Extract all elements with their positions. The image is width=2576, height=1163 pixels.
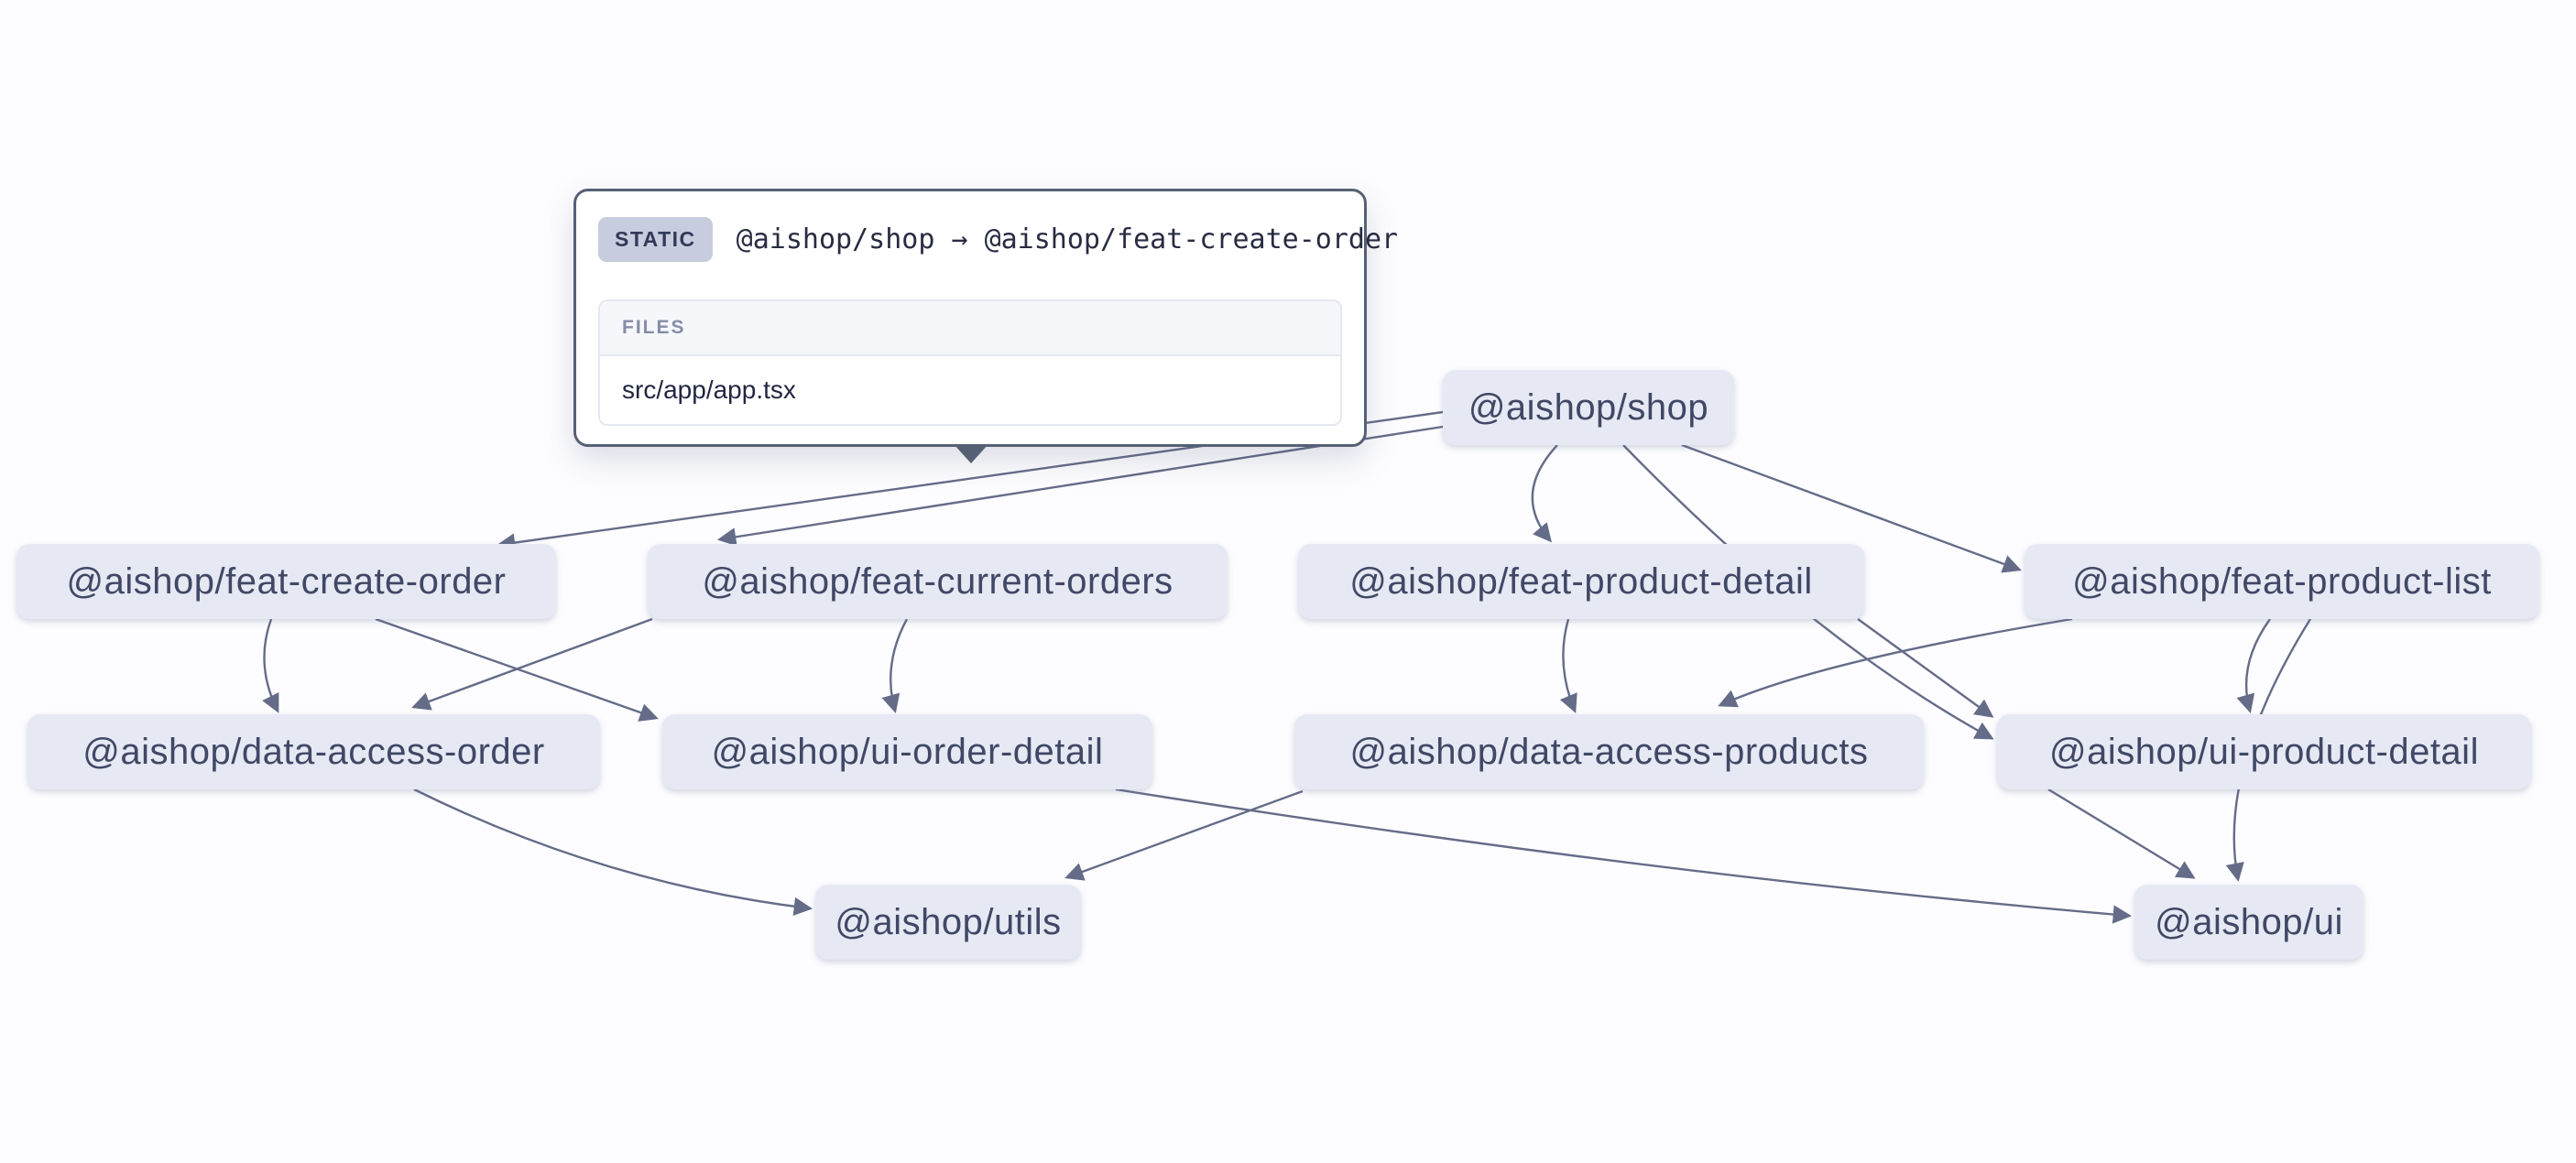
files-panel-header: FILES — [600, 301, 1340, 356]
edge-relation-label: @aishop/shop → @aishop/feat-create-order — [736, 223, 1399, 255]
edge-feat-current-orders-to-data-access-order[interactable] — [411, 617, 653, 711]
edge-feat-product-detail-to-data-access-products[interactable] — [1559, 618, 1577, 713]
edge-ui-product-detail-to-ui[interactable] — [2047, 788, 2196, 879]
edge-feat-product-list-to-data-access-products[interactable] — [1718, 617, 2073, 708]
node-feat-product-detail[interactable]: @aishop/feat-product-detail — [1298, 544, 1864, 619]
edge-feat-current-orders-to-ui-order-detail[interactable] — [881, 618, 909, 713]
static-badge: STATIC — [598, 216, 713, 262]
node-data-access-products[interactable]: @aishop/data-access-products — [1294, 714, 1924, 789]
tooltip-caret-icon — [954, 444, 988, 463]
node-utils[interactable]: @aishop/utils — [815, 885, 1081, 960]
node-data-access-order[interactable]: @aishop/data-access-order — [27, 714, 600, 789]
node-feat-current-orders[interactable]: @aishop/feat-current-orders — [648, 544, 1228, 619]
edge-data-access-products-to-utils[interactable] — [1064, 789, 1304, 881]
edge-feat-create-order-to-data-access-order[interactable] — [262, 618, 279, 713]
edge-shop-to-feat-product-detail[interactable] — [1531, 444, 1558, 543]
node-shop[interactable]: @aishop/shop — [1443, 370, 1734, 445]
tooltip-header-row: STATIC @aishop/shop → @aishop/feat-creat… — [598, 213, 1398, 265]
node-ui[interactable]: @aishop/ui — [2134, 885, 2363, 960]
edge-data-access-order-to-utils[interactable] — [413, 788, 813, 917]
node-feat-create-order[interactable]: @aishop/feat-create-order — [16, 544, 556, 619]
node-ui-product-detail[interactable]: @aishop/ui-product-detail — [1997, 714, 2531, 789]
edge-feat-product-detail-to-ui-product-detail[interactable] — [1857, 618, 1994, 718]
edge-feat-product-list-to-ui-product-detail[interactable] — [2236, 618, 2271, 713]
files-panel: FILES src/app/app.tsx — [598, 299, 1342, 426]
node-ui-order-detail[interactable]: @aishop/ui-order-detail — [662, 714, 1152, 789]
file-path-row: src/app/app.tsx — [600, 356, 1340, 424]
edge-shop-to-feat-product-list[interactable] — [1681, 443, 2022, 573]
edge-tooltip: STATIC @aishop/shop → @aishop/feat-creat… — [573, 189, 1398, 463]
edge-ui-order-detail-to-ui[interactable] — [1115, 788, 2133, 924]
node-feat-product-list[interactable]: @aishop/feat-product-list — [2025, 544, 2539, 619]
